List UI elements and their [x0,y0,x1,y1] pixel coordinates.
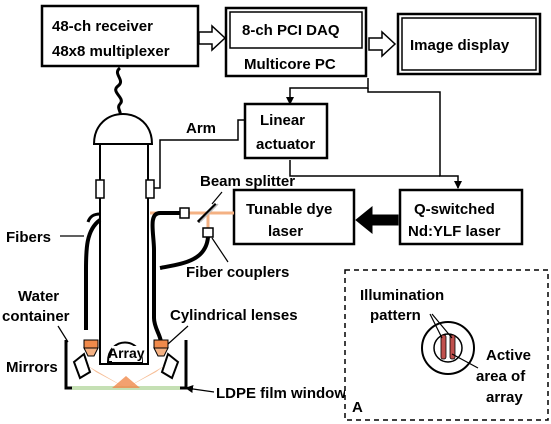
cylindrical-lenses-pointer [167,325,189,345]
qswitched-laser-block: Q-switched Nd:YLF laser [398,188,524,246]
fiber-coupler-2 [202,227,214,238]
ldpe-label: LDPE film window [216,385,346,402]
fiber-couplers-label: Fiber couplers [186,264,289,281]
tunable-dye-label-1: Tunable dye [246,201,332,218]
cylindrical-lens-right [153,339,169,357]
receiver-label-2: 48x8 multiplexer [52,43,170,60]
laser-beam [150,211,234,228]
inset-panel [344,269,549,421]
beam-splitter-label: Beam splitter [200,173,295,190]
data-flow-arrow-1 [198,24,227,52]
illumination-label-1: Illumination [360,287,444,304]
arm-line [150,119,245,189]
ldpe-arrow [185,385,215,393]
receiver-block: 48-ch receiver 48x8 multiplexer [40,4,200,68]
fiber-couplers-pointer [211,237,229,263]
water-label-2: container [2,308,70,325]
illumination-beams [88,366,164,388]
mirror-right [160,352,180,380]
optical-fibers [84,211,210,349]
fiber-coupler-1 [179,207,190,219]
qswitch-label-2: Nd:YLF laser [408,223,501,240]
daq-label: 8-ch PCI DAQ [242,22,340,39]
receiver-label-1: 48-ch receiver [52,18,153,35]
signal-cable [114,66,123,117]
probe [92,113,155,365]
array-label: Array [108,345,145,361]
mirror-left [72,352,92,380]
actuator-to-trigger-line [289,160,440,177]
tunable-dye-label-2: laser [268,223,303,240]
daq-block: 8-ch PCI DAQ Multicore PC [224,6,368,78]
qswitch-label-1: Q-switched [414,201,495,218]
data-flow-arrow-2 [368,30,397,58]
tunable-dye-laser-block: Tunable dye laser [232,188,356,246]
water-label-1: Water [18,288,59,305]
active-label-1: Active [486,347,531,364]
beam-splitter [196,202,219,224]
cylindrical-lens-left [83,339,99,357]
image-display-label: Image display [410,37,510,54]
linear-actuator-block: Linear actuator [243,102,329,160]
inset-panel-label: A [352,399,363,416]
beam-splitter-pointer [211,191,223,205]
linear-label: Linear [260,112,305,129]
arm-label: Arm [186,120,216,137]
active-label-2: area of [476,368,526,385]
image-display-block: Image display [396,12,542,76]
pump-arrow [355,205,399,235]
cylindrical-lenses-label: Cylindrical lenses [170,307,298,324]
pc-to-qswitch-line [367,88,462,189]
pc-to-actuator-line [286,78,369,105]
multicore-pc-label: Multicore PC [244,56,336,73]
actuator-label: actuator [256,136,315,153]
mirrors-label: Mirrors [6,359,58,376]
fibers-label: Fibers [6,229,51,246]
illumination-label-2: pattern [370,307,421,324]
transducer-array [106,341,144,363]
active-label-3: array [486,389,523,406]
water-container-pointer [57,325,69,343]
